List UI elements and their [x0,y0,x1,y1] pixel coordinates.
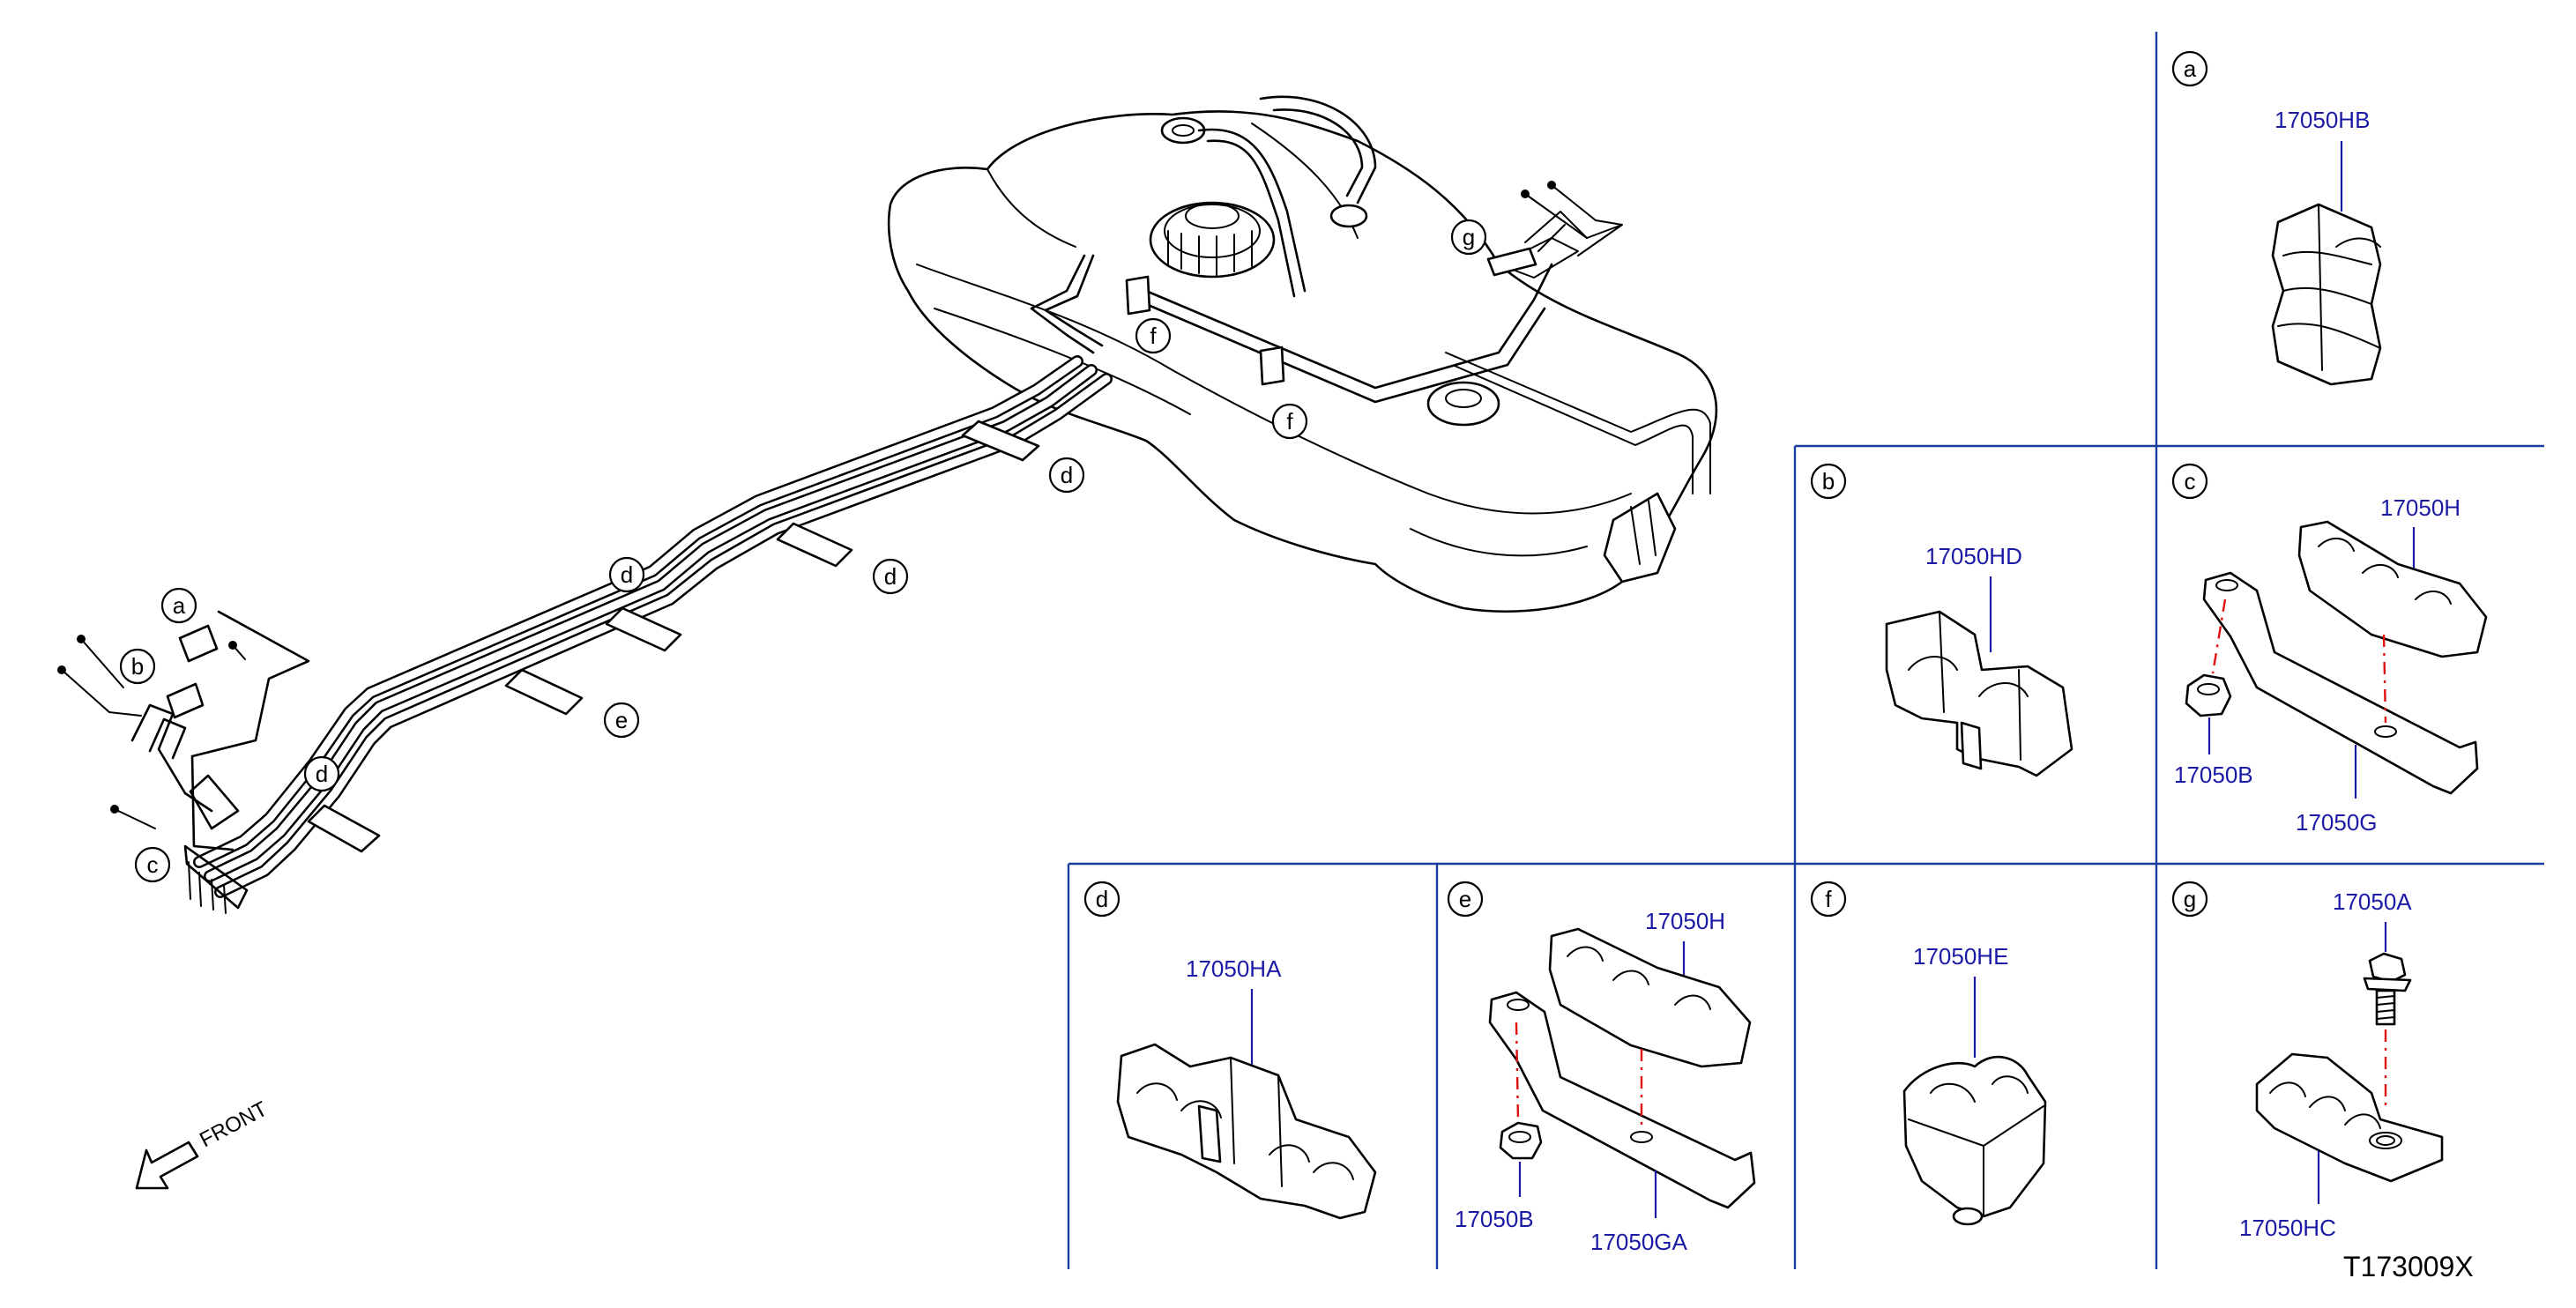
panel-b: b 17050HD [1810,463,2073,777]
callout-g-main: g [1450,219,1487,256]
connector-wires-rear [1521,181,1623,256]
fuel-pump-cap [1149,201,1276,279]
clip-17050HA-drawing [1116,1043,1377,1220]
callout-f-main-2: f [1271,403,1308,440]
panel-a: a 17050HB [2171,50,2382,386]
panel-d: d 17050HA [1083,881,1377,1220]
clip-17050HC-drawing [2255,1052,2444,1183]
diagram-id: T173009X [2343,1251,2474,1282]
part-17050HD: 17050HD [1925,543,2022,569]
clip-17050H-e-drawing [1548,927,1752,1068]
nut-17050B-e-drawing [1499,1121,1543,1160]
clip-17050HB-drawing [2271,203,2382,386]
part-17050H-e: 17050H [1645,908,1725,934]
part-17050GA: 17050GA [1590,1229,1688,1255]
callout-d-main-2: d [608,556,645,593]
nut-17050B-c-drawing [2185,673,2232,717]
bracket-17050G-drawing [2202,571,2479,795]
main-callouts: a b c d e d d d f f g [119,219,1487,883]
part-17050G: 17050G [2296,809,2378,836]
clip-17050HE-drawing [1902,1055,2047,1226]
callout-b-main: b [119,648,156,685]
part-17050HB: 17050HB [2274,107,2370,133]
svg-text:b: b [131,653,144,680]
svg-text:f: f [1286,408,1293,435]
panel-d-label: d [1096,886,1108,912]
callout-d-main-1: d [303,755,340,792]
panel-g: g 17050A 17050HC [2171,881,2444,1241]
part-17050B-c: 17050B [2174,762,2253,788]
fuel-tube-run [193,355,1113,898]
callout-e-main: e [603,702,640,739]
clip-17050HD-drawing [1885,610,2073,777]
callout-d-main-3: d [872,558,909,595]
svg-text:d: d [316,761,328,787]
part-17050HA: 17050HA [1186,955,1282,982]
svg-text:f: f [1150,323,1157,349]
callout-c-main: c [134,846,171,883]
svg-text:d: d [621,561,633,588]
panel-a-label: a [2184,56,2197,82]
panel-g-label: g [2184,886,2196,912]
panel-e-label: e [1459,886,1471,912]
panel-c-label: c [2185,468,2196,494]
panel-e: e 17050H 17050B 17050GA [1447,881,1756,1255]
svg-text:a: a [173,592,186,619]
svg-text:c: c [147,851,159,878]
svg-text:d: d [1061,462,1073,488]
part-17050H-c: 17050H [2380,494,2461,521]
fuel-tank [887,95,1718,613]
panel-f-label: f [1825,886,1832,912]
callout-d-main-4: d [1048,457,1085,494]
front-direction-indicator: FRONT [135,1096,272,1190]
callout-f-main-1: f [1135,317,1172,354]
part-17050B-e: 17050B [1455,1206,1534,1232]
part-17050HC: 17050HC [2239,1215,2336,1241]
callout-a-main: a [160,587,197,624]
panel-grid [1067,32,2544,1269]
panel-c: c 17050H 17050B 17050G [2171,463,2488,836]
panel-b-label: b [1822,468,1835,494]
clip-17050H-c-drawing [2297,520,2488,658]
front-bracket-assembly [57,610,310,914]
front-arrow-icon [135,1141,199,1190]
svg-text:e: e [615,707,628,733]
panel-f: f 17050HE [1810,881,2047,1226]
svg-text:d: d [884,563,897,590]
part-17050A: 17050A [2333,888,2412,915]
part-17050HE: 17050HE [1913,943,2008,970]
front-label: FRONT [196,1096,272,1152]
svg-text:g: g [1463,224,1475,250]
bolt-17050A-drawing [2363,952,2412,1026]
